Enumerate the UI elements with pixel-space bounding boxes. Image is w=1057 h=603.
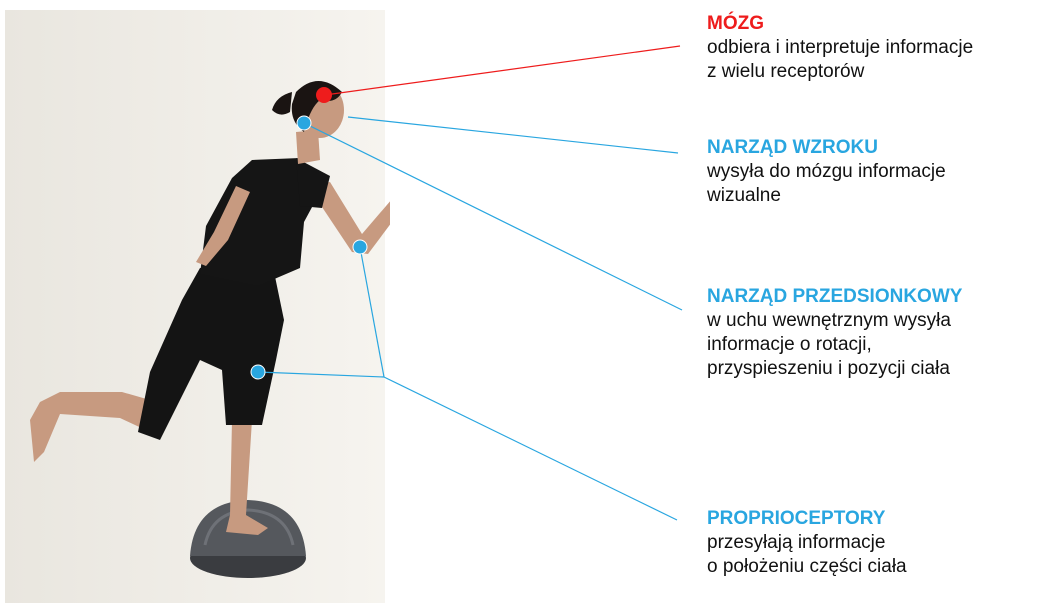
proprioceptors-desc-line-2: o położeniu części ciała [707, 555, 1057, 579]
proprioceptors-title: PROPRIOCEPTORY [707, 507, 1057, 531]
vision-title: NARZĄD WZROKU [707, 136, 1057, 160]
brain-title: MÓZG [707, 12, 1057, 36]
vestibular-pointer-line [304, 123, 682, 310]
ear-dot [297, 116, 311, 130]
thigh-dot [251, 365, 265, 379]
elbow-dot [353, 240, 367, 254]
brain-desc-line-1: odbiera i interpretuje informacje [707, 36, 1057, 60]
proprio-pointer-line-elbow [360, 247, 384, 377]
vestibular-desc-line-2: informacje o rotacji, [707, 333, 1057, 357]
proprio-pointer-line-main [384, 377, 677, 520]
brain-dot [316, 87, 332, 103]
label-proprioceptors: PROPRIOCEPTORY przesyłają informacje o p… [707, 507, 1057, 579]
brain-desc-line-2: z wielu receptorów [707, 60, 1057, 84]
proprioceptors-desc-line-1: przesyłają informacje [707, 531, 1057, 555]
vision-desc-line-1: wysyła do mózgu informacje [707, 160, 1057, 184]
label-brain: MÓZG odbiera i interpretuje informacje z… [707, 12, 1057, 84]
vestibular-title: NARZĄD PRZEDSIONKOWY [707, 285, 1057, 309]
vision-desc-line-2: wizualne [707, 184, 1057, 208]
label-vision: NARZĄD WZROKU wysyła do mózgu informacje… [707, 136, 1057, 208]
label-vestibular: NARZĄD PRZEDSIONKOWY w uchu wewnętrznym … [707, 285, 1057, 381]
vestibular-desc-line-3: przyspieszeniu i pozycji ciała [707, 357, 1057, 381]
vision-pointer-line [348, 117, 678, 153]
proprio-pointer-line-thigh [258, 372, 384, 377]
brain-pointer-line [325, 46, 680, 95]
vestibular-desc-line-1: w uchu wewnętrznym wysyła [707, 309, 1057, 333]
